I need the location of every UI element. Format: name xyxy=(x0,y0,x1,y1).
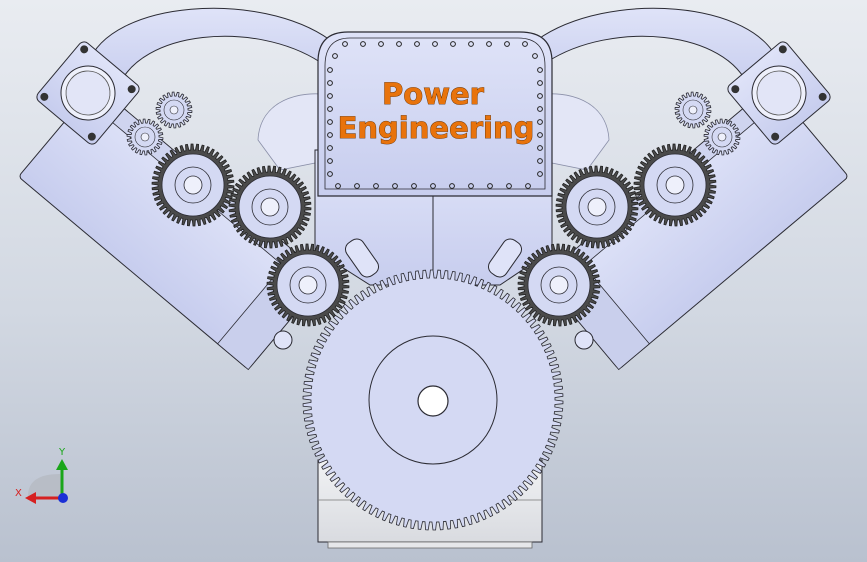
bolt xyxy=(537,171,543,177)
orientation-triad: X Y xyxy=(15,447,68,504)
rod-left xyxy=(344,238,380,278)
cam-gear xyxy=(228,165,312,249)
bolt xyxy=(335,183,341,189)
plate-label-line1: Power xyxy=(382,77,485,111)
bolt xyxy=(327,67,333,73)
triad-shadow xyxy=(28,474,62,498)
axis-x-arrow xyxy=(25,492,36,504)
lug-left xyxy=(273,330,293,350)
bolt xyxy=(537,106,543,112)
base-bottom xyxy=(327,541,533,549)
bolt xyxy=(525,183,531,189)
bolt xyxy=(392,183,398,189)
crank-bore xyxy=(417,385,449,417)
idler-gear xyxy=(155,91,193,129)
bolt xyxy=(468,183,474,189)
bolt xyxy=(411,183,417,189)
bolt xyxy=(537,119,543,125)
cam-gear xyxy=(151,143,235,227)
bolt xyxy=(532,53,538,59)
cam-gear xyxy=(517,243,601,327)
bolt xyxy=(327,132,333,138)
cam-gear xyxy=(555,165,639,249)
bolt xyxy=(327,145,333,151)
bolt xyxy=(537,145,543,151)
bolt xyxy=(537,93,543,99)
axis-x-label: X xyxy=(15,488,22,499)
flange-left xyxy=(36,41,140,145)
plate-label-line2: Engineering xyxy=(338,111,535,145)
bolt xyxy=(537,132,543,138)
bolt xyxy=(537,158,543,164)
bolt xyxy=(432,41,438,47)
bolt xyxy=(486,41,492,47)
bolt xyxy=(327,171,333,177)
axis-y-arrow xyxy=(56,459,68,470)
small-gears xyxy=(126,91,741,156)
cam-gears xyxy=(151,143,717,327)
bolt xyxy=(327,93,333,99)
name-plate: Power Engineering xyxy=(317,31,553,197)
bolt xyxy=(332,53,338,59)
bolt xyxy=(537,80,543,86)
crank-hub-ring xyxy=(368,335,498,465)
bolt xyxy=(504,41,510,47)
rod-right xyxy=(487,238,523,278)
bolt xyxy=(354,183,360,189)
bolt xyxy=(414,41,420,47)
bolt xyxy=(327,158,333,164)
idler-gear xyxy=(126,118,164,156)
bolt xyxy=(378,41,384,47)
plate-bolts xyxy=(327,41,543,189)
bolt xyxy=(487,183,493,189)
cam-gear xyxy=(266,243,350,327)
bolt xyxy=(537,67,543,73)
idler-gear xyxy=(674,91,712,129)
idler-gear xyxy=(703,118,741,156)
bolt xyxy=(506,183,512,189)
bolt xyxy=(430,183,436,189)
lug-right xyxy=(574,330,594,350)
bolt xyxy=(522,41,528,47)
flange-right xyxy=(727,41,831,145)
axis-z-dot xyxy=(58,493,68,503)
bolt xyxy=(327,119,333,125)
bolt xyxy=(327,106,333,112)
bolt xyxy=(468,41,474,47)
axis-y-label: Y xyxy=(58,447,66,458)
bolt xyxy=(396,41,402,47)
cam-gear xyxy=(633,143,717,227)
bolt xyxy=(450,41,456,47)
bolt xyxy=(360,41,366,47)
bolt xyxy=(449,183,455,189)
bolt xyxy=(373,183,379,189)
bolt xyxy=(327,80,333,86)
bolt xyxy=(342,41,348,47)
